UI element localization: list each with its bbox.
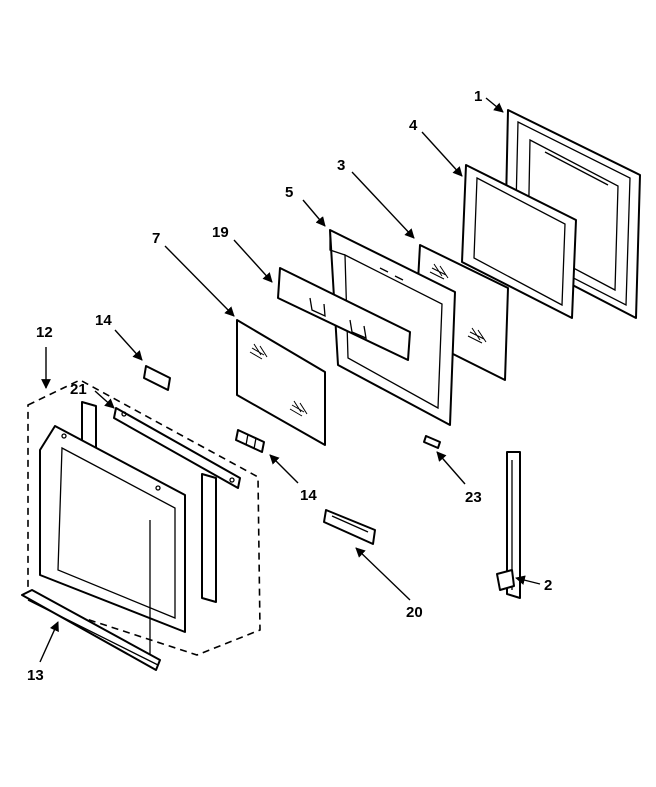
callout-21: 21 xyxy=(70,381,87,398)
part-2-hinge xyxy=(496,451,521,599)
callout-12: 12 xyxy=(36,324,53,341)
part-13-bottom-trim xyxy=(21,589,161,671)
callout-2: 2 xyxy=(544,577,552,594)
callout-19: 19 xyxy=(212,224,229,241)
part-12-door-assembly xyxy=(27,379,261,656)
callout-5: 5 xyxy=(285,184,293,201)
part-14-lower-clip xyxy=(235,429,265,453)
callout-14-upper: 14 xyxy=(95,312,112,329)
part-20-strip xyxy=(323,509,376,545)
callout-23: 23 xyxy=(465,489,482,506)
door-outer-panel xyxy=(39,425,186,665)
callout-13: 13 xyxy=(27,667,44,684)
callout-20: 20 xyxy=(406,604,423,621)
callout-4: 4 xyxy=(409,117,418,134)
callout-3: 3 xyxy=(337,157,345,174)
part-14-upper-clip xyxy=(143,365,171,391)
callout-1: 1 xyxy=(474,88,482,105)
leader-lines xyxy=(39,97,541,663)
part-19-baffle xyxy=(277,267,411,361)
part-23-spring xyxy=(423,435,441,449)
callout-labels: 1 4 3 5 19 7 14 12 21 14 23 2 20 13 xyxy=(27,88,552,684)
door-side-strips xyxy=(81,401,217,603)
part-21-trim-bracket xyxy=(113,407,241,489)
callout-14-lower: 14 xyxy=(300,487,317,504)
part-4-door-liner-frame xyxy=(461,164,577,319)
callout-7: 7 xyxy=(152,230,160,247)
part-7-glass xyxy=(236,319,326,446)
